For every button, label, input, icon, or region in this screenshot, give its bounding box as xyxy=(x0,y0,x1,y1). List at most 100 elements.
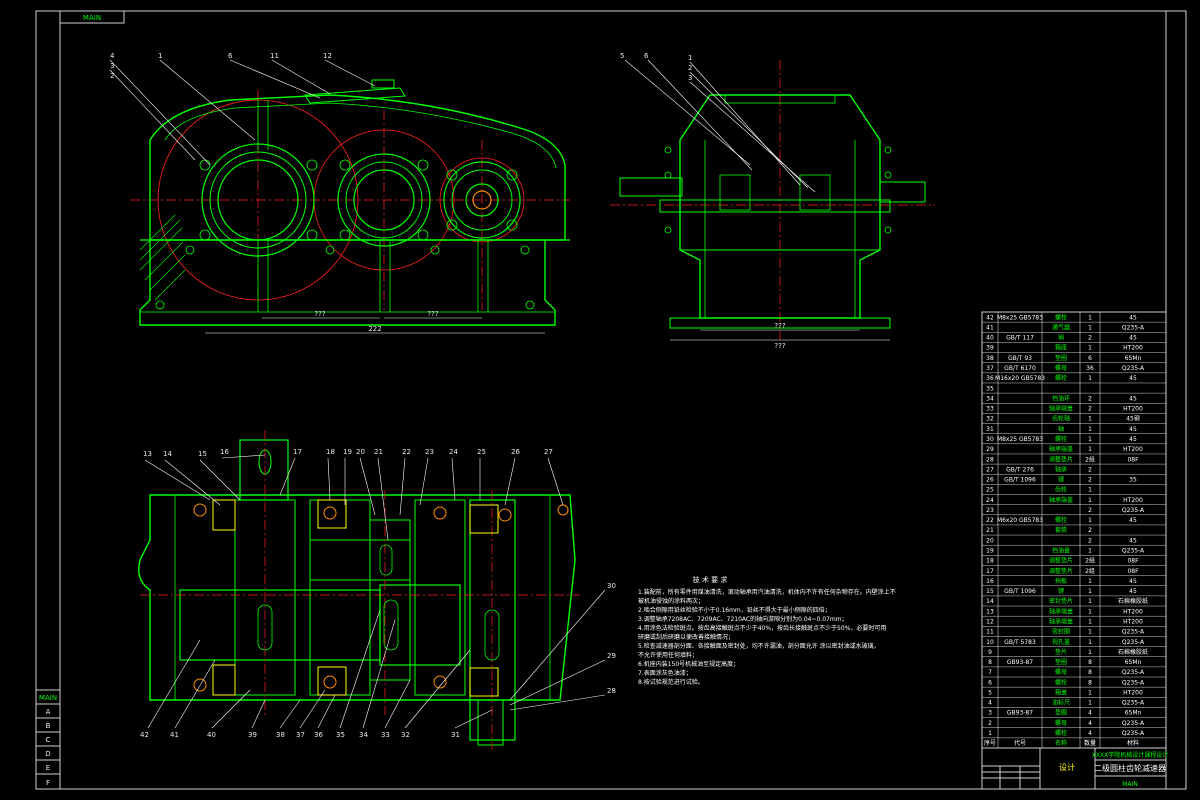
bom-cell-code: M8x25 GB5783 xyxy=(997,314,1043,321)
plan-callout-top: 26 xyxy=(511,448,520,456)
left-strip-label: MAIN xyxy=(39,694,57,702)
bom-cell-qty: 2 xyxy=(1088,406,1092,413)
bom-cell-name: 轴承端盖 xyxy=(1049,445,1073,453)
bom-cell-name: 螺母 xyxy=(1055,364,1067,372)
side-callout: 2 xyxy=(688,64,692,72)
sheet-border xyxy=(35,10,1187,790)
bom-cell-qty: 1 xyxy=(1088,345,1092,352)
bom-cell-qty: 1 xyxy=(1088,416,1092,423)
bom-cell-no: 1 xyxy=(988,730,992,737)
bom-cell-name: 挡油环 xyxy=(1052,394,1070,402)
bom-cell-qty: 1 xyxy=(1088,618,1092,625)
tech-req-line: 6.机座内装150号机械油至规定高度； xyxy=(638,660,739,668)
bom-cell-name: 螺栓 xyxy=(1055,678,1067,686)
bom-cell-mat: HT200 xyxy=(1123,497,1143,504)
bom-cell-mat: 45 xyxy=(1129,436,1137,443)
front-callout: 3 xyxy=(110,62,114,70)
tech-req-line: 2.啮合侧隙用铅丝检验不小于0.16mm，铅丝不得大于最小侧隙的四倍； xyxy=(638,606,831,614)
drawing-title: 二级圆柱齿轮减速器 xyxy=(1094,763,1166,773)
tech-req-line: 7.表面涂灰色油漆； xyxy=(638,669,692,677)
bom-cell-qty: 1 xyxy=(1088,639,1092,646)
bom-cell-mat: Q235-A xyxy=(1122,639,1145,646)
bom-cell-no: 14 xyxy=(986,598,994,605)
bom-cell-no: 13 xyxy=(986,608,994,615)
bom-cell-qty: 36 xyxy=(1086,365,1094,372)
left-strip-cell: B xyxy=(46,722,51,730)
plan-callout-bottom: 33 xyxy=(381,731,390,739)
bom-cell-no: 序号 xyxy=(984,739,996,747)
bom-cell-mat: Q235-A xyxy=(1122,548,1145,555)
bom-cell-mat: 65Mn xyxy=(1125,710,1142,717)
bom-cell-qty: 2组 xyxy=(1085,455,1095,463)
bom-cell-mat: 08F xyxy=(1127,456,1139,463)
bom-cell-qty: 1 xyxy=(1088,578,1092,585)
bom-cell-name: 轴承端盖 xyxy=(1049,405,1073,413)
bom-cell-mat: HT200 xyxy=(1123,689,1143,696)
bom-cell-qty: 2 xyxy=(1088,335,1092,342)
bom-cell-qty: 1 xyxy=(1088,324,1092,331)
bom-cell-name: 箱盖 xyxy=(1055,688,1067,696)
bom-cell-name: 挡板 xyxy=(1055,577,1067,585)
bom-cell-name: 螺母 xyxy=(1055,719,1067,727)
bom-cell-no: 42 xyxy=(986,314,994,321)
tech-req-line: 4.用涂色法检验斑点。按齿高接触斑点不少于40%，按齿长接触斑点不少于50%，必… xyxy=(638,624,886,632)
bom-cell-mat: 45 xyxy=(1129,588,1137,595)
inner-frame xyxy=(59,10,1167,790)
side-callout: 3 xyxy=(688,74,692,82)
front-callout: 6 xyxy=(228,52,233,60)
bom-cell-name: 套筒 xyxy=(1055,526,1067,534)
bom-cell-name: 螺栓 xyxy=(1055,729,1067,737)
bom-cell-no: 10 xyxy=(986,639,994,646)
left-strip-cell: A xyxy=(46,708,51,716)
bom-cell-no: 38 xyxy=(986,355,994,362)
side-callout: 1 xyxy=(688,54,692,62)
front-dim: 222 xyxy=(368,325,381,333)
bom-cell-name: 键 xyxy=(1058,476,1064,484)
bom-cell-qty: 1 xyxy=(1088,700,1092,707)
plan-callout-top: 24 xyxy=(449,448,458,456)
bom-cell-name: 键 xyxy=(1058,587,1064,595)
bom-cell-mat: Q235-A xyxy=(1122,700,1145,707)
bom-cell-qty: 4 xyxy=(1088,720,1092,727)
plan-callout-top: 27 xyxy=(544,448,553,456)
housing-cover xyxy=(149,94,566,241)
plan-callout-bottom: 30 xyxy=(607,582,616,590)
bom-cell-name: 调整垫片 xyxy=(1049,567,1073,575)
bom-cell-mat: 45 xyxy=(1129,578,1137,585)
bom-cell-no: 30 xyxy=(986,436,994,443)
tech-req-title: 技 术 要 求 xyxy=(693,575,728,584)
bom-cell-mat: 45 xyxy=(1129,395,1137,402)
plan-callout-bottom: 31 xyxy=(451,731,460,739)
bom-cell-qty: 1 xyxy=(1088,436,1092,443)
bom-cell-name: 密封垫片 xyxy=(1049,597,1073,605)
plan-callout-bottom: 40 xyxy=(207,731,216,739)
bom-cell-qty: 1 xyxy=(1088,517,1092,524)
bom-cell-no: 18 xyxy=(986,558,994,565)
bom-cell-no: 9 xyxy=(988,649,992,656)
bom-cell-qty: 1 xyxy=(1088,548,1092,555)
bom-cell-name: 挡油盘 xyxy=(1052,547,1070,555)
bom-cell-qty: 2 xyxy=(1088,507,1092,514)
left-strip: MAIN A B C D E F xyxy=(35,689,61,790)
bom-cell-mat: Q235-A xyxy=(1122,679,1145,686)
bom-cell-code: 代号 xyxy=(1014,739,1026,747)
designer-label: 设计 xyxy=(1059,762,1075,772)
front-callout: 11 xyxy=(270,52,279,60)
technical-requirements: 技 术 要 求 1.装配前，所有零件用煤油清洗，滚动轴承用汽油清洗，机体内不许有… xyxy=(638,575,896,686)
bom-cell-qty: 1 xyxy=(1088,588,1092,595)
bom-cell-name: 齿轮 xyxy=(1055,486,1067,494)
bom-cell-no: 19 xyxy=(986,548,994,555)
bom-cell-mat: Q235-A xyxy=(1122,324,1145,331)
bom-cell-code: GB93-87 xyxy=(1007,710,1033,717)
front-dim: ??? xyxy=(427,310,438,318)
tech-req-line: 3.调整轴承7208AC、7209AC、7210AC的轴向游隙分别为0.04~0… xyxy=(638,615,848,623)
bom-cell-no: 11 xyxy=(986,629,994,636)
bom-cell-no: 2 xyxy=(988,720,992,727)
corner-stamp-box xyxy=(59,10,125,24)
plan-callout-bottom: 39 xyxy=(248,731,257,739)
bom-cell-name: 轴承 xyxy=(1055,465,1067,473)
bom-cell-no: 12 xyxy=(986,618,994,625)
bom-cell-code: GB/T 6170 xyxy=(1004,365,1036,372)
bom-cell-qty: 2组 xyxy=(1085,557,1095,565)
plan-view: 13 14 15 16 17 18 19 20 21 22 23 24 25 2… xyxy=(138,430,616,750)
